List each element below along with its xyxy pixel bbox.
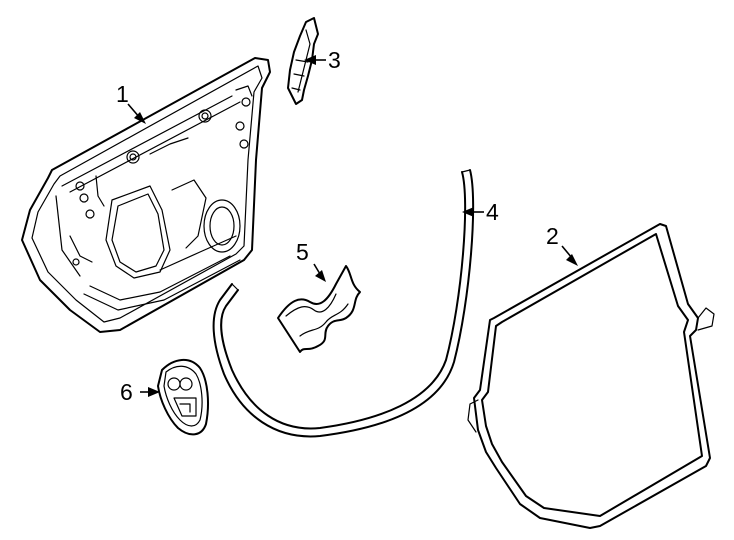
part-1-door-inner-panel[interactable]	[21, 57, 271, 333]
part-2-door-seal[interactable]	[467, 223, 715, 529]
callout-4: 4	[486, 199, 499, 225]
part-4-weatherstrip[interactable]	[212, 169, 475, 438]
callout-1: 1	[116, 81, 129, 107]
callout-5: 5	[296, 239, 309, 265]
callout-3: 3	[328, 47, 341, 73]
callout-2: 2	[546, 223, 559, 249]
part-5-sound-absorber[interactable]	[277, 265, 361, 353]
callout-6: 6	[120, 379, 133, 405]
part-6-grommet[interactable]	[157, 359, 209, 436]
callout-leaders	[127, 55, 578, 397]
